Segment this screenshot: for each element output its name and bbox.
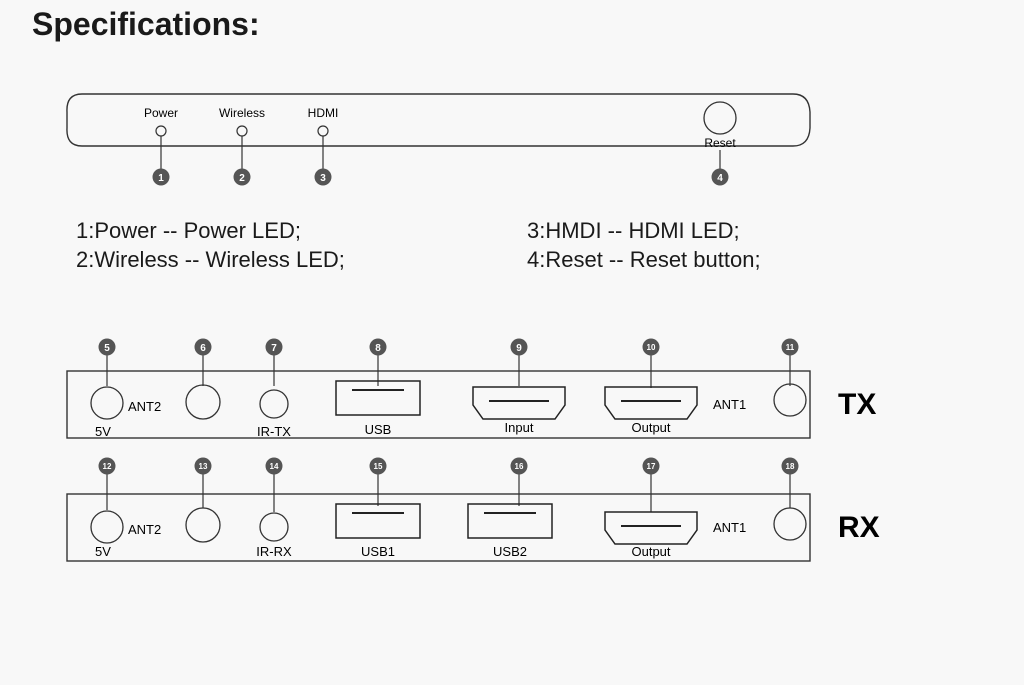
callout-2: 2 <box>239 173 245 184</box>
tx-usb-label: USB <box>365 422 392 437</box>
callout-12: 12 <box>103 462 112 471</box>
wireless-led-label: Wireless <box>219 106 265 120</box>
callout-11-marker <box>781 338 799 356</box>
rx-ant2-label: ANT2 <box>128 522 161 537</box>
callout-10: 10 <box>647 343 656 352</box>
rx-panel-name: RX <box>838 511 880 544</box>
rx-output-label: Output <box>631 544 670 559</box>
power-led-icon <box>155 125 167 137</box>
rx-usb2-port-icon <box>467 503 553 539</box>
callout-7: 7 <box>271 343 277 354</box>
rx-ir-port-icon <box>259 512 289 542</box>
rx-hdmi-output-port-icon <box>604 511 698 545</box>
callout-17-marker <box>642 457 660 475</box>
rx-panel: 12 13 14 15 16 17 18 ANT2 5V IR-RX USB1 … <box>66 457 880 562</box>
tx-panel-outline <box>66 370 811 439</box>
tx-ant1-label: ANT1 <box>713 397 746 412</box>
rx-5v-label: 5V <box>95 544 111 559</box>
rx-panel-outline <box>66 493 811 562</box>
front-panel: Power 1 Wireless 2 HDMI 3 Reset 4 <box>66 93 811 186</box>
wireless-led-icon <box>236 125 248 137</box>
legend-item-hdmi: 3:HMDI -- HDMI LED; <box>527 218 740 243</box>
callout-17: 17 <box>647 462 656 471</box>
callout-18-marker <box>781 457 799 475</box>
tx-usb-port-icon <box>335 380 421 416</box>
reset-button-label: Reset <box>704 136 736 150</box>
callout-18: 18 <box>786 462 795 471</box>
legend-item-power: 1:Power -- Power LED; <box>76 218 301 243</box>
front-panel-outline <box>66 93 811 147</box>
tx-5v-label: 5V <box>95 424 111 439</box>
callout-7-marker <box>265 338 283 356</box>
callout-13: 13 <box>199 462 208 471</box>
legend-right-column: 3:HMDI -- HDMI LED; 4:Reset -- Reset but… <box>527 216 761 274</box>
rx-ant2-port-icon <box>90 510 124 544</box>
callout-16: 16 <box>515 462 524 471</box>
rx-usb1-label: USB1 <box>361 544 395 559</box>
rx-usb1-port-icon <box>335 503 421 539</box>
callout-2-marker <box>233 168 251 186</box>
hdmi-led-icon <box>317 125 329 137</box>
power-led-label: Power <box>144 106 178 120</box>
callout-9: 9 <box>516 343 522 354</box>
callout-1-marker <box>152 168 170 186</box>
callout-5-marker <box>98 338 116 356</box>
callout-10-marker <box>642 338 660 356</box>
tx-input-label: Input <box>505 420 534 435</box>
legend-item-reset: 4:Reset -- Reset button; <box>527 247 761 272</box>
tx-output-label: Output <box>631 420 670 435</box>
rx-ant1-label: ANT1 <box>713 520 746 535</box>
callout-15-marker <box>369 457 387 475</box>
callout-13-marker <box>194 457 212 475</box>
callout-14: 14 <box>270 462 279 471</box>
tx-ir-port-icon <box>259 389 289 419</box>
callout-16-marker <box>510 457 528 475</box>
rx-ant1-port-icon <box>773 507 807 541</box>
tx-ant2-port-icon <box>90 386 124 420</box>
callout-4-marker <box>711 168 729 186</box>
callout-6: 6 <box>200 343 206 354</box>
callout-6-marker <box>194 338 212 356</box>
callout-9-marker <box>510 338 528 356</box>
rx-usb2-label: USB2 <box>493 544 527 559</box>
callout-3: 3 <box>320 173 326 184</box>
tx-ant1-port-icon <box>773 383 807 417</box>
callout-8: 8 <box>375 343 381 354</box>
page-title: Specifications: <box>32 6 260 42</box>
tx-panel-name: TX <box>838 388 876 421</box>
reset-button-icon <box>703 101 737 135</box>
legend-item-wireless: 2:Wireless -- Wireless LED; <box>76 247 345 272</box>
callout-15: 15 <box>374 462 383 471</box>
callout-5: 5 <box>104 343 110 354</box>
callout-12-marker <box>98 457 116 475</box>
tx-hdmi-input-port-icon <box>472 386 566 420</box>
legend-left-column: 1:Power -- Power LED; 2:Wireless -- Wire… <box>76 216 345 274</box>
rx-ir-label: IR-RX <box>256 544 292 559</box>
callout-11: 11 <box>786 343 795 352</box>
callout-4: 4 <box>717 173 723 184</box>
tx-panel: 5 6 7 8 9 10 11 ANT2 5V IR-TX USB Input … <box>66 338 876 439</box>
callout-14-marker <box>265 457 283 475</box>
callout-3-marker <box>314 168 332 186</box>
callout-8-marker <box>369 338 387 356</box>
tx-power-port-icon <box>185 384 221 420</box>
tx-hdmi-output-port-icon <box>604 386 698 420</box>
tx-ir-label: IR-TX <box>257 424 291 439</box>
hdmi-led-label: HDMI <box>308 106 339 120</box>
rx-power-port-icon <box>185 507 221 543</box>
tx-ant2-label: ANT2 <box>128 399 161 414</box>
callout-1: 1 <box>158 173 164 184</box>
